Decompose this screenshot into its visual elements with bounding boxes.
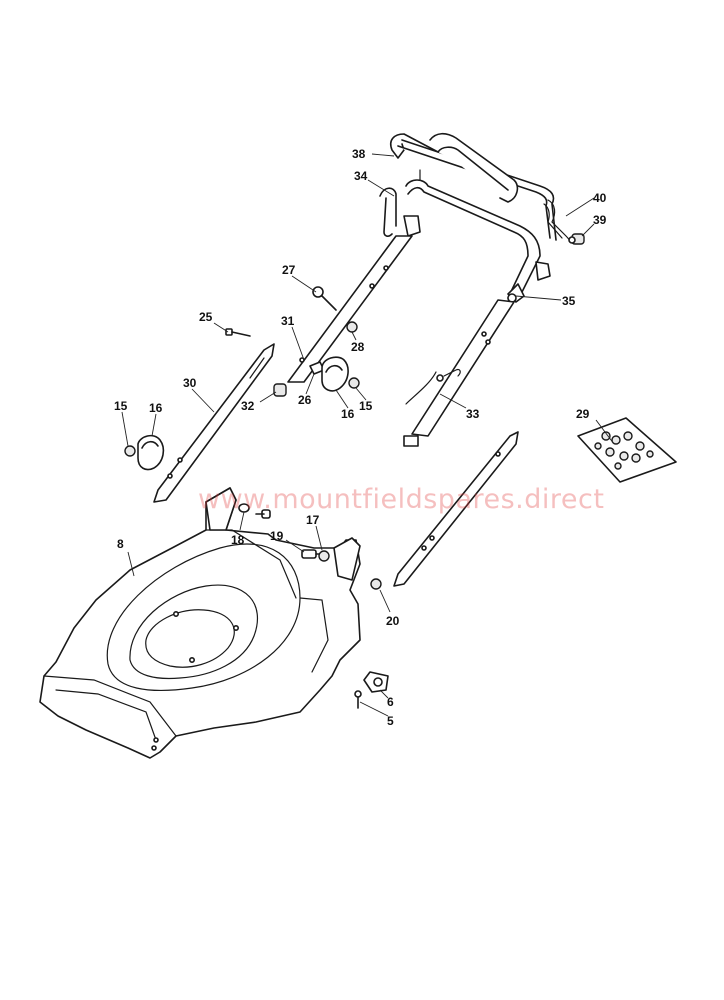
callout-labels: 38 34 40 39 27 35 25 31 28 30 15 16 32 2… [114,147,607,728]
bolt-25-part [225,328,251,337]
callout-16-left: 16 [149,401,163,415]
screw-5-part [354,690,362,709]
callout-19: 19 [270,529,284,543]
bolt-upper-part [255,509,271,519]
callout-33: 33 [466,407,480,421]
callout-6: 6 [387,695,394,709]
callout-17: 17 [306,513,320,527]
callout-32: 32 [241,399,255,413]
callout-15-left: 15 [114,399,128,413]
nut-17-part [318,550,330,562]
callout-28: 28 [351,340,365,354]
callout-38: 38 [352,147,366,161]
nut-20-part [370,578,382,590]
callout-15-right: 15 [359,399,373,413]
callout-35: 35 [562,294,576,308]
bail-clip-part [568,233,585,245]
callout-27: 27 [282,263,296,277]
callout-5: 5 [387,714,394,728]
handle-frame-part [379,179,551,303]
cable-clip-6-part [363,671,389,693]
mower-deck-part [39,487,361,759]
callout-34: 34 [354,169,368,183]
lower-bracket-right-part [393,431,519,587]
callout-26: 26 [298,393,312,407]
fixing-kit-29-part [577,417,677,483]
handle-knob-right-part [309,356,360,392]
leader-lines [121,153,615,717]
callout-8: 8 [117,537,124,551]
watermark-text: www.mountfieldspares.direct [198,484,604,515]
right-handle-tube-part [403,299,515,447]
bolt-27-part [312,286,337,311]
callout-30: 30 [183,376,197,390]
callout-31: 31 [281,314,295,328]
spacer-32-part [273,383,287,397]
left-handle-tube-part [287,235,413,383]
nut-28-part [346,321,358,333]
callout-25: 25 [199,310,213,324]
callout-29: 29 [576,407,590,421]
callout-16-right: 16 [341,407,355,421]
callout-20: 20 [386,614,400,628]
callout-18: 18 [231,533,245,547]
handle-knob-left-part [124,434,165,471]
callout-39: 39 [593,213,607,227]
lower-bracket-left-part [153,343,275,503]
callout-40: 40 [593,191,607,205]
